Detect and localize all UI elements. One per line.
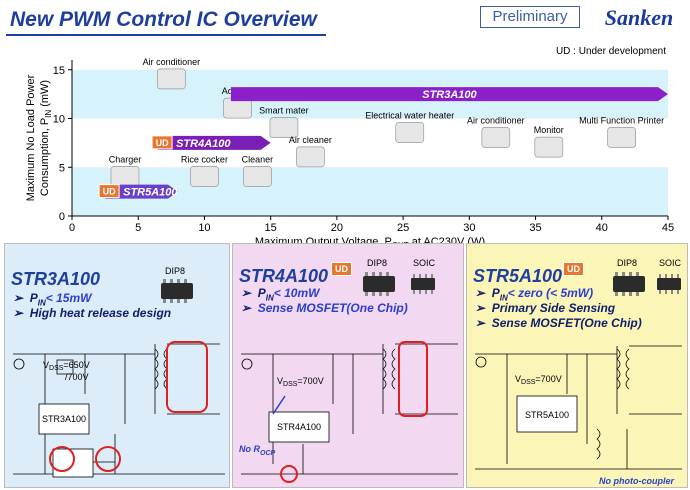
application-label: Charger — [109, 154, 142, 164]
series-arrow — [158, 135, 271, 150]
bullet-feature: ➢ Sense MOSFET(One Chip) — [475, 316, 642, 330]
dip8-chip-icon — [363, 272, 395, 296]
application-label: Smart mater — [259, 106, 309, 116]
x-tick-label: 5 — [135, 222, 141, 234]
x-tick-label: 40 — [596, 222, 608, 234]
ud-badge — [151, 135, 173, 150]
highlight-circle — [95, 446, 121, 472]
no-photo-coupler-note: No photo-coupler — [599, 476, 674, 486]
x-tick-label: 20 — [331, 222, 343, 234]
x-tick-label: 15 — [265, 222, 277, 234]
application-label: Air conditioner — [467, 115, 525, 125]
highlight-circle — [49, 446, 75, 472]
logo-text: Sanken — [605, 5, 673, 30]
bullet-power: ➢ PIN< 10mW — [241, 286, 320, 303]
chip-label: STR4A100 — [277, 422, 321, 432]
bullet-feature: ➢ Primary Side Sensing — [475, 301, 616, 315]
device-icon — [607, 127, 636, 148]
soic-chip-icon — [657, 274, 681, 294]
application-label: Air conditioner — [143, 57, 201, 67]
package-label: DIP8 — [367, 258, 388, 268]
panel-str3a100: STR3A100 DIP8 ➢ PIN< 15mW ➢ High heat re… — [4, 243, 230, 488]
bullet-feature: ➢ High heat release design — [13, 306, 172, 320]
y-axis-label: Maximum No Load Power — [25, 74, 37, 201]
highlight-circle — [398, 341, 428, 417]
y-axis-label: Consumption, PIN (mW) — [39, 80, 53, 196]
soic-chip-icon — [411, 274, 435, 294]
y-tick-label: 15 — [53, 65, 65, 77]
x-tick-label: 25 — [397, 222, 409, 234]
package-label: DIP8 — [617, 258, 638, 268]
title-underline — [6, 34, 326, 36]
ud-badge: UD — [563, 262, 584, 276]
application-label: Electrical water heater — [365, 111, 454, 121]
x-tick-label: 10 — [198, 222, 210, 234]
device-icon — [534, 136, 564, 158]
highlight-circle — [166, 341, 208, 413]
dip8-chip-icon — [161, 279, 193, 303]
x-tick-label: 0 — [69, 222, 75, 234]
preliminary-badge: Preliminary — [480, 6, 580, 28]
device-icon — [110, 166, 140, 187]
bullet-power: ➢ PIN< 15mW — [13, 291, 92, 308]
application-label: Air cleaner — [289, 135, 332, 145]
series-arrow — [230, 87, 668, 102]
bullet-feature: ➢ Sense MOSFET(One Chip) — [241, 301, 408, 315]
page-title: New PWM Control IC Overview — [10, 8, 317, 31]
x-tick-label: 35 — [529, 222, 541, 234]
x-tick-label: 45 — [662, 222, 674, 234]
x-tick-label: 30 — [463, 222, 475, 234]
device-icon — [156, 68, 186, 90]
application-label: Monitor — [534, 125, 564, 135]
package-label: DIP8 — [165, 266, 186, 276]
panel-title: STR3A100 — [11, 269, 101, 289]
device-icon — [269, 117, 299, 138]
application-label: Rice cocker — [181, 154, 228, 164]
ud-note: UD : Under development — [556, 46, 666, 57]
panel-title: STR5A100 — [473, 266, 563, 286]
chip-label: STR5A100 — [525, 410, 569, 420]
dip8-chip-icon — [613, 272, 645, 296]
vdss-label: VDSS=700V — [515, 374, 562, 386]
ud-badge — [98, 184, 120, 199]
ud-badge-label: UD — [103, 187, 116, 197]
x-axis-label: Maximum Output Voltage, POUT at AC230V (… — [255, 236, 485, 243]
vdss-label: VDSS=700V — [277, 376, 324, 388]
panel-str4a100: STR4A100 UD DIP8 SOIC ➢ PIN< 10mW ➢ Sens… — [232, 243, 464, 488]
device-icon — [190, 166, 219, 187]
device-icon — [296, 146, 325, 168]
package-label: SOIC — [659, 258, 682, 268]
series-label: STR3A100 — [422, 89, 477, 101]
series-label: STR5A100 — [123, 187, 178, 199]
y-tick-label: 0 — [59, 211, 65, 223]
series-arrow — [105, 184, 178, 199]
y-tick-label: 10 — [53, 114, 65, 126]
chip-label: STR3A100 — [42, 414, 86, 424]
arrow — [272, 395, 286, 415]
device-icon — [395, 122, 425, 143]
no-rocp-note: No ROCP — [239, 444, 276, 457]
highlight-circle — [280, 465, 298, 483]
schematic-str5a100: STR5A100 VDSS=700V — [475, 345, 682, 470]
device-icon — [481, 127, 511, 148]
series-label: STR4A100 — [176, 138, 231, 150]
package-label: SOIC — [413, 258, 436, 268]
panel-str5a100: STR5A100 UD DIP8 SOIC ➢ PIN< zero (< 5mW… — [466, 243, 688, 488]
ud-badge: UD — [331, 262, 352, 276]
y-tick-label: 5 — [59, 162, 65, 174]
ud-badge-label: UD — [156, 138, 169, 148]
vdss-label: VDSS=650V — [43, 360, 90, 372]
bullet-power: ➢ PIN< zero (< 5mW) — [475, 286, 594, 303]
schematic-str3a100: STR3A100 VDSS=650V /700V — [13, 341, 225, 478]
vdss-label-alt: /700V — [65, 372, 89, 382]
schematic-str4a100: STR4A100 VDSS=700V — [241, 341, 458, 483]
sanken-logo: Sanken — [596, 5, 682, 31]
device-icon — [243, 166, 272, 187]
panel-title: STR4A100 — [239, 266, 329, 286]
application-label: Multi Function Printer — [579, 115, 664, 125]
application-label: Cleaner — [242, 154, 274, 164]
